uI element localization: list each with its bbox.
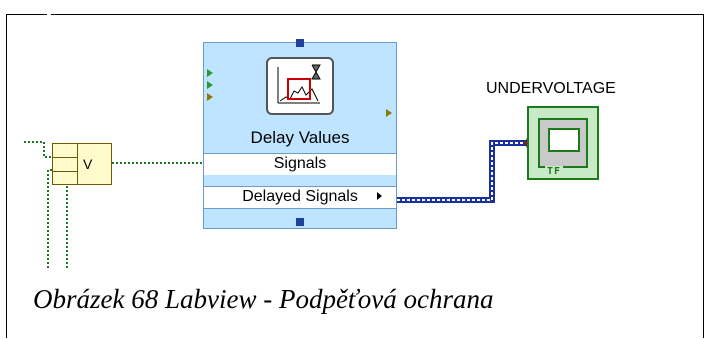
- resize-handle-bottom[interactable]: [296, 218, 304, 226]
- diagram-frame: [6, 11, 704, 338]
- delay-values-express-vi[interactable]: Delay Values Signals Delayed Signals: [203, 39, 397, 229]
- input-terminal-arrow[interactable]: [207, 81, 213, 89]
- boolean-indicator-frame: [538, 118, 588, 168]
- undervoltage-indicator[interactable]: TF: [527, 106, 599, 180]
- resize-handle-top[interactable]: [296, 39, 304, 47]
- top-text-fragment: [47, 11, 52, 23]
- delayed-signals-wire-inner: [397, 142, 529, 201]
- bundle-cell-2: [53, 157, 77, 172]
- input-terminal-arrow[interactable]: [207, 69, 213, 77]
- output-terminal-arrow[interactable]: [386, 109, 392, 117]
- bundle-cell-1: [53, 144, 77, 158]
- signals-terminal-label: Signals: [273, 155, 327, 172]
- unbundle-node[interactable]: V: [52, 143, 112, 185]
- delayed-signals-wire-outer[interactable]: [397, 140, 529, 203]
- figure-caption: Obrázek 68 Labview - Podpěťová ochrana: [33, 284, 494, 314]
- delayed-signals-terminal-label: Delayed Signals: [242, 188, 358, 205]
- express-vi-title: Delay Values: [250, 128, 350, 147]
- bundle-input-wire-1[interactable]: [24, 141, 52, 158]
- signals-terminal[interactable]: Signals: [204, 153, 396, 175]
- tf-type-badge: TF: [545, 166, 564, 177]
- bundle-label: V: [83, 156, 93, 172]
- express-vi-footer: [204, 208, 396, 218]
- bundle-input-wire-2[interactable]: [47, 169, 52, 268]
- output-arrow-icon: [377, 192, 382, 200]
- input-terminal-arrow[interactable]: [207, 93, 213, 101]
- delayed-signals-terminal[interactable]: Delayed Signals: [204, 186, 396, 208]
- delay-values-icon: [266, 57, 334, 115]
- undervoltage-label: UNDERVOLTAGE: [486, 80, 616, 97]
- chart-glyph-icon: [277, 64, 321, 104]
- boolean-led-icon: [548, 128, 580, 152]
- bundle-divider: [77, 144, 78, 184]
